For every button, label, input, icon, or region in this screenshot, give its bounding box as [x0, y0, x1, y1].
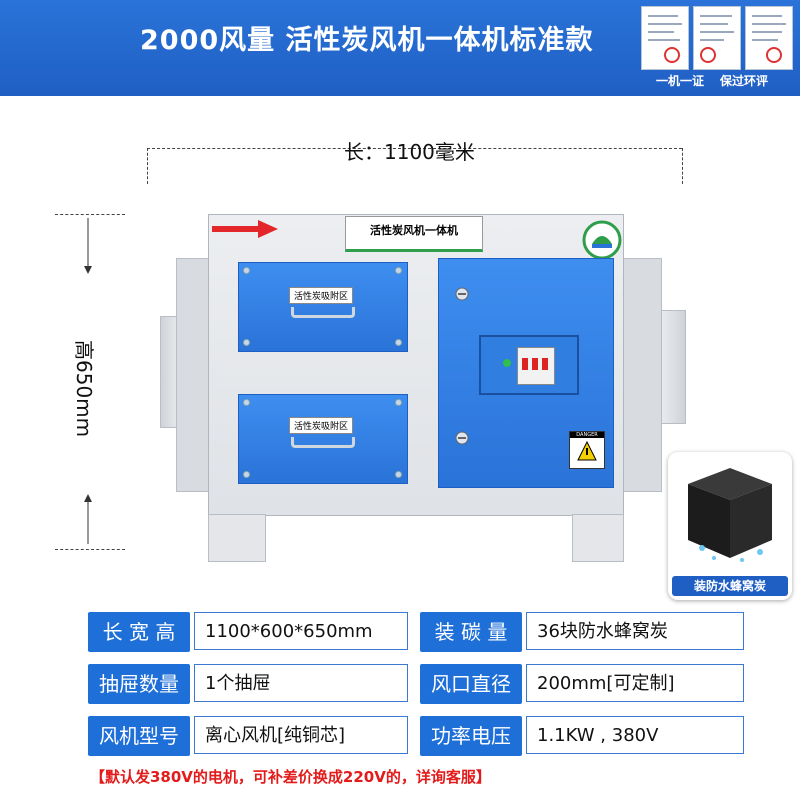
- length-dimension-line: [147, 148, 682, 149]
- height-arrows: [84, 218, 92, 544]
- spec-label-dimensions: 长 宽 高: [88, 612, 190, 652]
- spec-value-carbon-load: 36块防水蜂窝炭: [526, 612, 744, 650]
- drawer-lower-label: 活性炭吸附区: [289, 417, 354, 434]
- right-side-frame: [620, 258, 662, 492]
- length-tick-right: [682, 148, 683, 184]
- spec-label-fan-model: 风机型号: [88, 716, 190, 756]
- spec-value-fan-model: 离心风机[纯铜芯]: [194, 716, 408, 754]
- power-indicator-light: [503, 359, 511, 367]
- lock-icon-upper: [455, 287, 469, 301]
- spec-label-drawers: 抽屉数量: [88, 664, 190, 704]
- product-nameplate: 活性炭风机一体机: [345, 216, 483, 252]
- spec-value-vent-diameter: 200mm[可定制]: [526, 664, 744, 702]
- drawer-lower-handle[interactable]: [291, 437, 355, 448]
- header-banner: 2000风量 活性炭风机一体机标准款 一机一证 保过环评: [0, 0, 800, 96]
- certificate-thumbnail-1[interactable]: [641, 6, 689, 70]
- spec-label-carbon-load: 装 碳 量: [420, 612, 522, 652]
- length-label: 长：1100毫米: [344, 140, 475, 164]
- certificate-thumbnail-2[interactable]: [693, 6, 741, 70]
- drawer-upper[interactable]: 活性炭吸附区: [238, 262, 408, 352]
- spec-row-dimensions: 长 宽 高 1100*600*650mm: [88, 612, 408, 652]
- airflow-arrow-icon: [212, 220, 278, 238]
- honeycomb-carbon-card: 装防水蜂窝炭: [668, 452, 792, 600]
- spec-label-power: 功率电压: [420, 716, 522, 756]
- breaker-window: [479, 335, 579, 395]
- spec-row-drawers: 抽屉数量 1个抽屉: [88, 664, 408, 704]
- page-title: 2000风量 活性炭风机一体机标准款: [140, 25, 594, 56]
- height-label: 高650mm: [72, 340, 96, 438]
- warning-sticker-text: DANGER: [570, 432, 604, 438]
- spec-row-power: 功率电压 1.1KW , 380V: [420, 716, 744, 756]
- height-tick-top: [55, 214, 125, 215]
- certificate-thumbnail-3[interactable]: [745, 6, 793, 70]
- warning-triangle-icon: [577, 440, 597, 461]
- spec-row-fan-model: 风机型号 离心风机[纯铜芯]: [88, 716, 408, 756]
- honeycomb-carbon-caption: 装防水蜂窝炭: [672, 576, 788, 596]
- cert-caption-eia: 保过环评: [720, 74, 769, 88]
- spec-value-dimensions: 1100*600*650mm: [194, 612, 408, 650]
- lock-icon-lower: [455, 431, 469, 445]
- length-tick-left: [147, 148, 148, 184]
- circuit-breaker[interactable]: [517, 347, 555, 385]
- spec-row-carbon-load: 装 碳 量 36块防水蜂窝炭: [420, 612, 744, 652]
- height-tick-bottom: [55, 549, 125, 550]
- drawer-upper-handle[interactable]: [291, 307, 355, 318]
- cert-caption-one-machine: 一机一证: [656, 74, 705, 88]
- control-cabinet-door[interactable]: DANGER: [438, 258, 614, 488]
- spec-value-power: 1.1KW , 380V: [526, 716, 744, 754]
- left-leg: [208, 514, 266, 562]
- eco-badge-icon: [582, 220, 622, 260]
- left-side-frame: [176, 258, 210, 492]
- right-leg: [572, 514, 624, 562]
- drawer-lower[interactable]: 活性炭吸附区: [238, 394, 408, 484]
- honeycomb-carbon-cube-icon: [688, 468, 772, 562]
- drawer-upper-label: 活性炭吸附区: [289, 287, 354, 304]
- spec-label-vent-diameter: 风口直径: [420, 664, 522, 704]
- nameplate-text: 活性炭风机一体机: [370, 224, 458, 237]
- spec-value-drawers: 1个抽屉: [194, 664, 408, 702]
- motor-voltage-note: 【默认发380V的电机，可补差价换成220V的，详询客服】: [90, 768, 491, 786]
- warning-sticker: DANGER: [569, 431, 605, 469]
- spec-row-vent-diameter: 风口直径 200mm[可定制]: [420, 664, 744, 704]
